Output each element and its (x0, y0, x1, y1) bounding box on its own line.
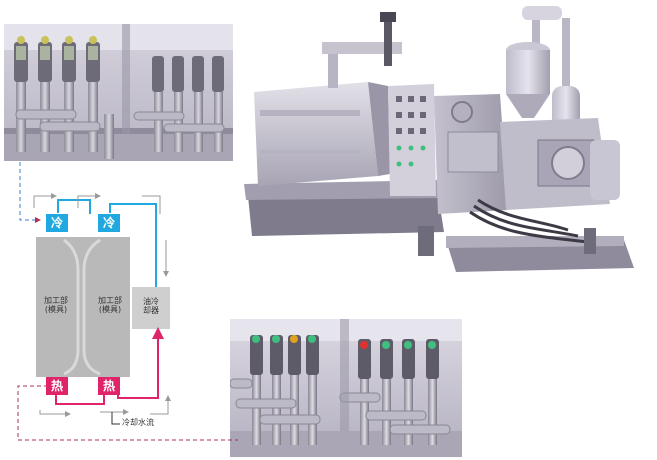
mold-label-right: 加工部 (模具) (90, 296, 130, 314)
mold-label-left-line2: (模具) (44, 305, 68, 315)
connector-line-top (19, 162, 41, 223)
oil-cooler-label-line1: 油冷 (143, 297, 159, 306)
hot-line-left (55, 394, 105, 405)
flow-arrow-top-left (33, 193, 57, 208)
cooling-water-pointer (111, 412, 120, 425)
oil-cooler-label: 油冷 却器 (132, 297, 170, 315)
flow-arrow-top-right (142, 195, 161, 214)
cold-label-left: 冷 (50, 216, 63, 230)
die-casting-machine-illustration (244, 6, 634, 272)
flow-arrow-top-mid (77, 193, 101, 208)
mold-label-right-line1: 加工部 (98, 296, 122, 305)
cold-line-left (57, 199, 91, 214)
flow-arrow-bottom-right (150, 395, 171, 415)
cooling-units-photo-top (4, 24, 233, 161)
mold-label-left-line1: 加工部 (44, 296, 68, 305)
cooling-units-illustration-top (4, 24, 233, 161)
hot-label-left: 热 (50, 379, 63, 393)
die-casting-machine-render (238, 0, 657, 290)
mold-label-right-line2: (模具) (98, 305, 122, 315)
cooling-water-label: 冷却水流 (122, 418, 154, 427)
flow-arrow-bottom-left (39, 410, 71, 417)
hot-line-right (117, 327, 164, 399)
cooling-units-illustration-bottom (230, 319, 462, 457)
cooling-units-photo-bottom (230, 319, 462, 457)
cold-label-right: 冷 (102, 216, 115, 230)
oil-cooler-label-line2: 却器 (143, 306, 159, 316)
hot-label-right: 热 (102, 379, 115, 393)
connector-line-bottom (17, 385, 238, 441)
mold-label-left: 加工部 (模具) (36, 296, 76, 314)
